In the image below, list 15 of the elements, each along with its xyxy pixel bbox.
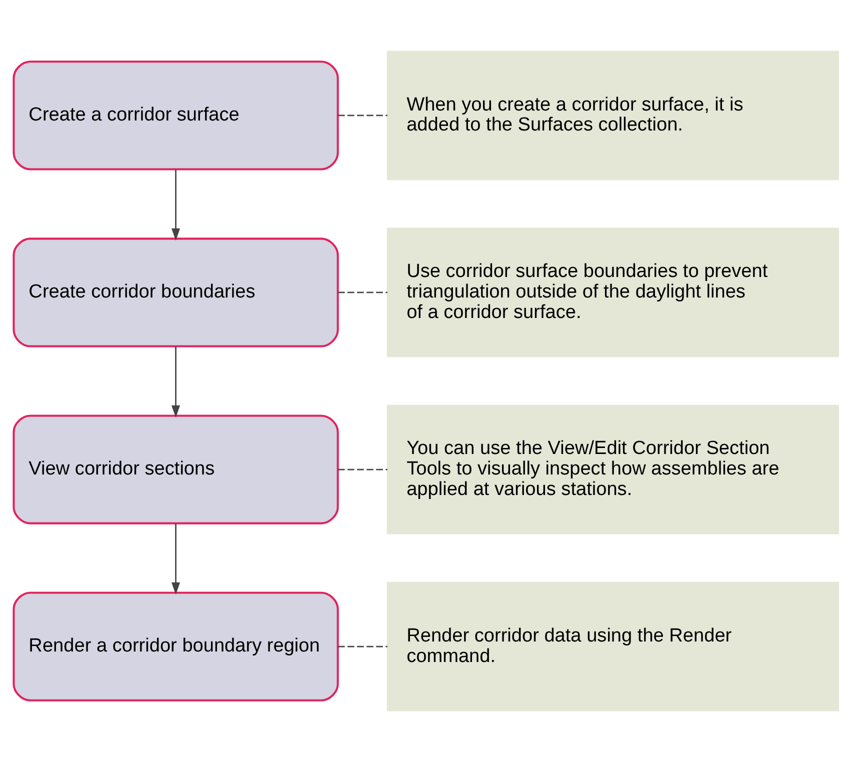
- arrow: [171, 346, 180, 418]
- connector: [338, 114, 388, 116]
- node-box: When you create a corridor surface, it is added to the Surfaces collection.: [386, 50, 839, 180]
- node-box: Render corridor data using the Render command.: [386, 582, 839, 712]
- node-box: Create corridor boundaries: [12, 238, 339, 348]
- arrow: [171, 524, 180, 595]
- node-box: You can use the View/Edit Corridor Section Tools to visually inspect how assemblies are applied at various stations.: [386, 404, 839, 534]
- connector: [338, 468, 388, 470]
- node-box: Render a corridor boundary region: [12, 592, 339, 702]
- node-box: Use corridor surface boundaries to prevent triangulation outside of the daylight lines of a corridor surface.: [386, 228, 839, 358]
- arrow: [171, 170, 180, 241]
- node-box: View corridor sections: [12, 414, 339, 524]
- connector: [338, 292, 388, 294]
- node-box: Create a corridor surface: [12, 60, 339, 170]
- connector: [338, 646, 388, 648]
